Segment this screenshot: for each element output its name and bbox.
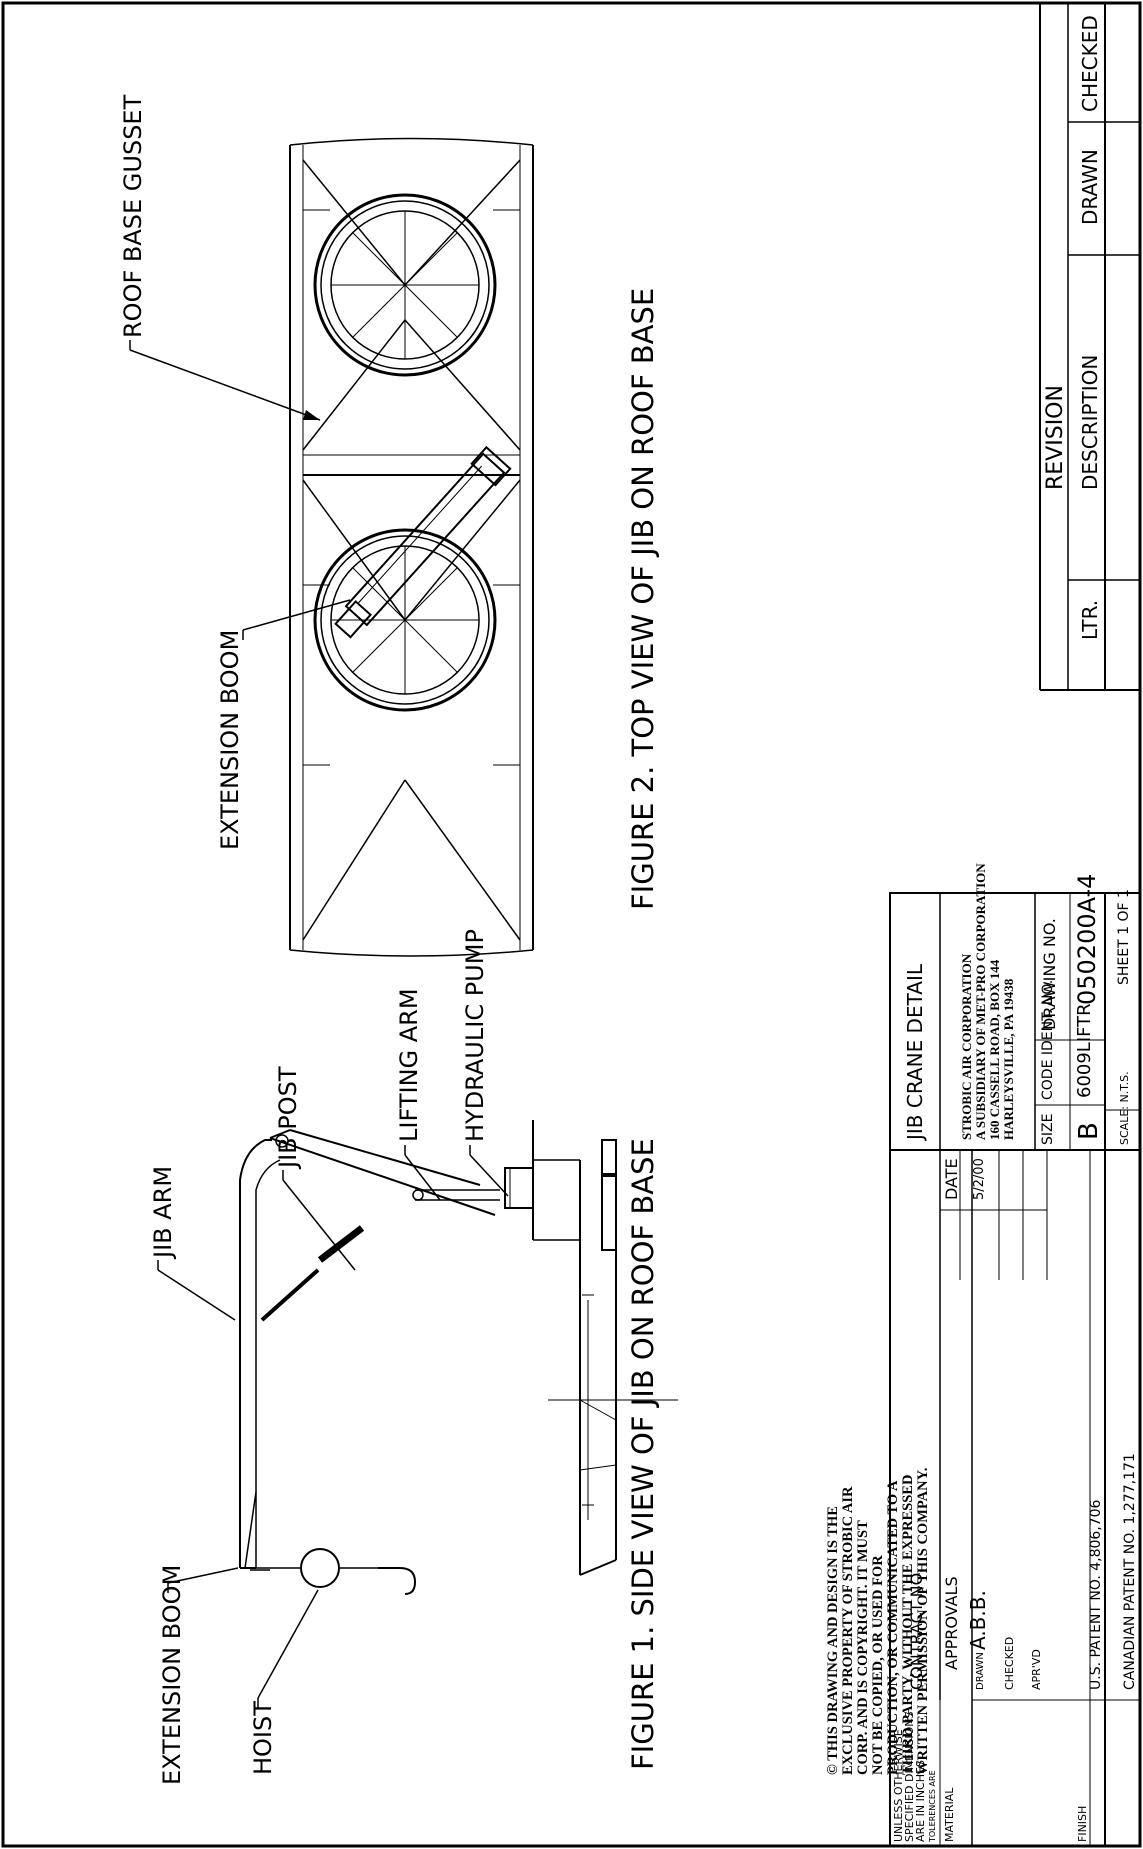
svg-text:SPECIFIED DIMENSIONS: SPECIFIED DIMENSIONS — [903, 1712, 916, 1842]
company-line-3: 160 CASSELL ROAD, BOX 144 — [987, 959, 1002, 1140]
us-patent: U.S. PATENT NO. 4,806,706 — [1088, 1499, 1104, 1690]
label-lifting-arm: LIFTING ARM — [395, 988, 423, 1142]
apprvd-label: APR'VD — [1030, 1649, 1043, 1690]
svg-text:© THIS DRAWING AND DESIGN IS T: © THIS DRAWING AND DESIGN IS THE — [825, 1506, 841, 1775]
approvals-label: APPROVALS — [942, 1576, 961, 1670]
label-hydraulic-pump: HYDRAULIC PUMP — [461, 929, 489, 1142]
contract-label: CONTRACT NO. — [907, 1568, 926, 1690]
company-line-1: STROBIC AIR CORPORATION — [959, 953, 974, 1140]
size-value: B — [1074, 1122, 1104, 1140]
svg-text:ARE IN INCHES: ARE IN INCHES — [914, 1760, 927, 1842]
revision-title: REVISION — [1043, 385, 1068, 490]
figure2-caption: FIGURE 2. TOP VIEW OF JIB ON ROOF BASE — [626, 288, 660, 910]
code-ident-label: CODE IDENT. NO. — [1040, 980, 1056, 1100]
label-jib-post: JIB POST — [274, 1066, 302, 1170]
label-hoist: HOIST — [249, 1701, 277, 1775]
code-ident-value: 6009LIFTR — [1074, 1003, 1095, 1098]
drawing-no-value: 050200A-4 — [1073, 874, 1101, 1005]
top-view-boom — [334, 445, 512, 639]
figure2-top-view: EXTENSION BOOM ROOF BASE GUSSET FIGURE 2… — [119, 94, 660, 957]
copyright-notice: © THIS DRAWING AND DESIGN IS THE EXCLUSI… — [825, 1468, 931, 1775]
svg-text:TOLERENCES ARE: TOLERENCES ARE — [928, 1770, 937, 1843]
svg-text:WRITTEN PERMISSION OF THIS COM: WRITTEN PERMISSION OF THIS COMPANY. — [915, 1468, 931, 1775]
svg-text:NOT BE COPIED, OR USED FOR: NOT BE COPIED, OR USED FOR — [870, 1555, 886, 1775]
scale-label: SCALE: N.T.S. — [1118, 1071, 1131, 1145]
checked-label: CHECKED — [1003, 1637, 1016, 1690]
revision-block: REVISION LTR. DESCRIPTION DRAWN CHECKED — [1039, 3, 1140, 691]
label-jib-arm: JIB ARM — [149, 1166, 177, 1260]
drawn-by: A.B.B. — [966, 1590, 990, 1650]
date-label: DATE — [942, 1158, 961, 1200]
revision-col-ltr: LTR. — [1078, 600, 1102, 640]
material-label: MATERIAL — [943, 1787, 956, 1842]
svg-text:THIRD PARTY, WITHOUT THE EXPRE: THIRD PARTY, WITHOUT THE EXPRESSED — [900, 1475, 916, 1775]
drawing-no-label: DRAWING NO. — [1040, 918, 1059, 1030]
drawing-title: JIB CRANE DETAIL — [903, 963, 927, 1142]
company-line-2: A SUBSIDIARY OF MET-PRO CORPORATION — [973, 863, 988, 1140]
drawn-date: 5/2/00 — [972, 1158, 987, 1200]
revision-col-checked: CHECKED — [1078, 15, 1102, 112]
svg-text:UNLESS OTHERWISE: UNLESS OTHERWISE — [892, 1729, 905, 1842]
company-line-4: HARLEYSVILLE, PA 19438 — [1001, 978, 1016, 1140]
figure1-side-view: JIB ARM JIB POST LIFTING ARM HYDRAULIC P… — [149, 929, 678, 1785]
sheet-label: SHEET 1 OF 1 — [1116, 889, 1132, 985]
svg-text:EXCLUSIVE PROPERTY OF STROBIC: EXCLUSIVE PROPERTY OF STROBIC AIR — [840, 1486, 856, 1775]
revision-col-drawn: DRAWN — [1078, 149, 1102, 225]
title-block: UNLESS OTHERWISE SPECIFIED DIMENSIONS AR… — [889, 863, 1141, 1847]
size-label: SIZE — [1040, 1114, 1056, 1145]
label-roof-base-gusset: ROOF BASE GUSSET — [119, 94, 147, 338]
label-extension-boom-side: EXTENSION BOOM — [158, 1565, 186, 1785]
finish-label: FINISH — [1076, 1806, 1089, 1842]
canadian-patent: CANADIAN PATENT NO. 1,277,171 — [1122, 1453, 1138, 1690]
drawn-label: DRAWN — [975, 1652, 986, 1690]
label-extension-boom-top: EXTENSION BOOM — [216, 630, 244, 850]
figure1-caption: FIGURE 1. SIDE VIEW OF JIB ON ROOF BASE — [626, 1138, 660, 1770]
svg-text:CORP. AND IS COPYRIGHT. IT MU: CORP. AND IS COPYRIGHT. IT MUST — [855, 1520, 871, 1775]
revision-col-description: DESCRIPTION — [1078, 355, 1102, 490]
